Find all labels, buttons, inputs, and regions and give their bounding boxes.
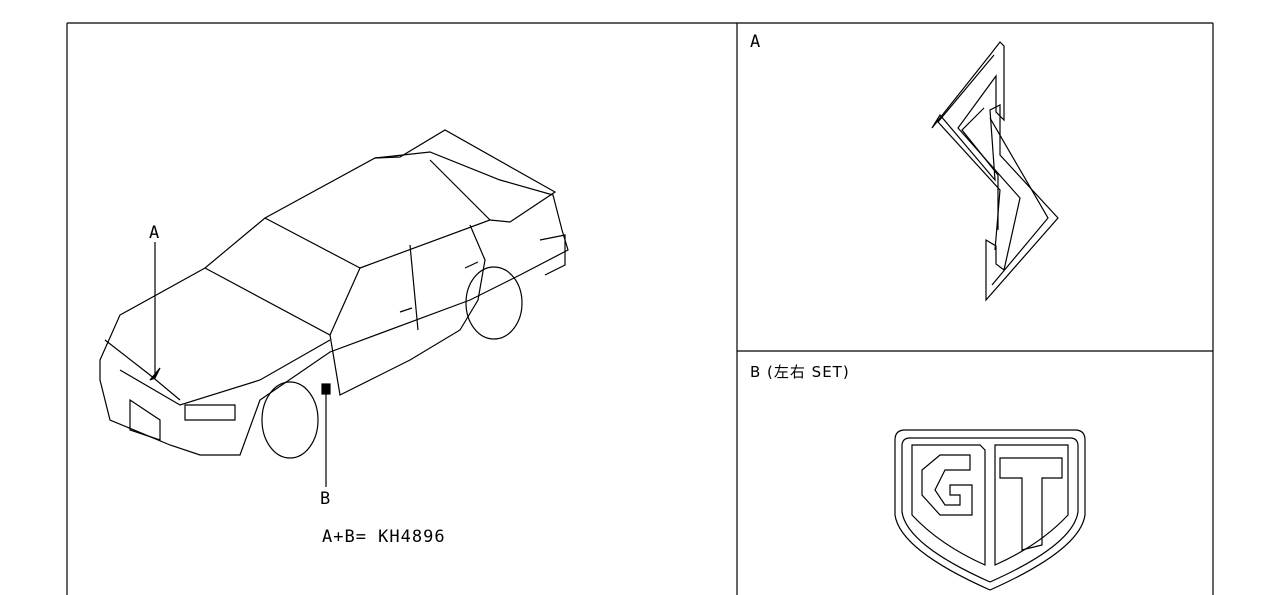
callout-b-label: B [320,489,332,509]
callout-a-label: A [149,223,161,243]
emblem-b-drawing [894,429,1086,591]
emblem-a-drawing [931,41,1059,302]
panel-b-label: B (左右 SET) [750,363,850,381]
diagram-frame [66,22,1214,595]
car-illustration [99,129,569,459]
panel-a-label: A [750,32,762,52]
part-number-label: A+B= KH4896 [322,527,446,547]
